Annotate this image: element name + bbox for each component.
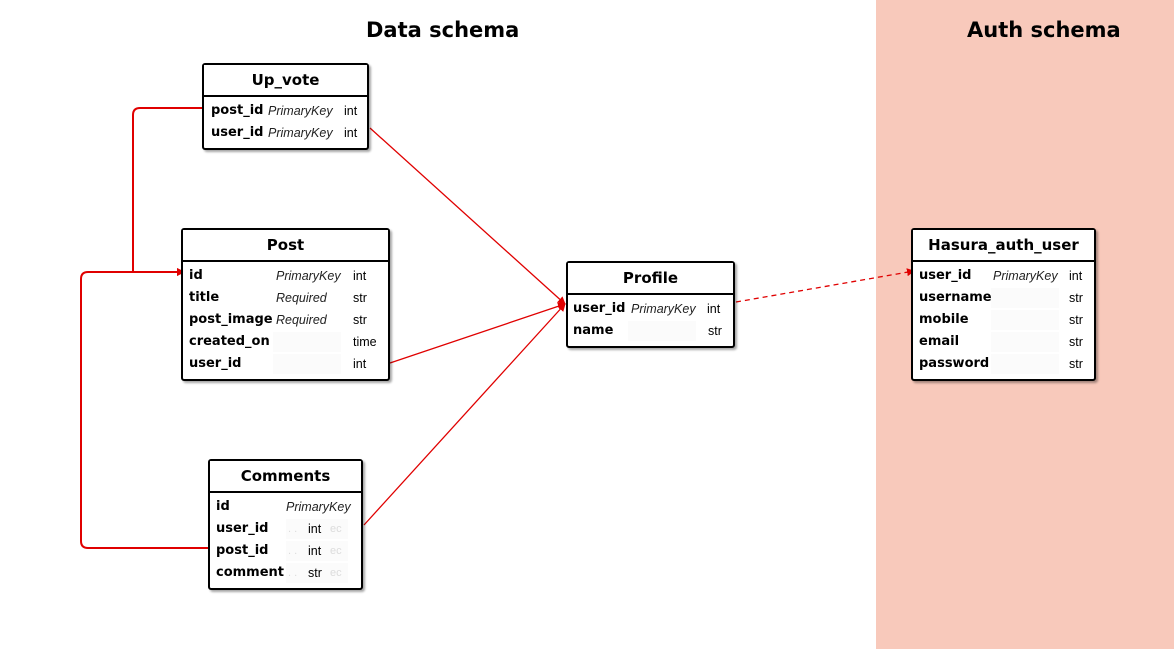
upvote-post-link [132,107,203,276]
auth-schema-title: Auth schema [967,18,1121,42]
field-name: mobile [919,312,969,327]
field-row: user_id . . int ec [210,518,361,540]
field-key-empty [286,563,348,583]
field-type: str [353,291,367,305]
field-row: user_id PrimaryKey int [204,122,367,144]
field-key-empty [286,541,348,561]
profile-auth-link [735,268,915,303]
field-key-empty [628,321,696,341]
field-row: post_id PrimaryKey int [204,100,367,122]
entity-hasura-auth-user[interactable]: Hasura_auth_user user_id PrimaryKey int … [911,228,1096,381]
post-profile-link [389,302,566,364]
field-type: str [1069,335,1083,349]
field-name: password [919,356,990,371]
field-name: post_id [216,543,269,558]
entity-post[interactable]: Post id PrimaryKey int title Required st… [181,228,390,381]
faded-mark: . . [288,523,298,535]
field-type: int [353,357,367,371]
entity-comments[interactable]: Comments id PrimaryKey user_id . . int e… [208,459,363,590]
field-row: mobile str [913,309,1094,331]
field-name: title [189,290,220,305]
field-name: id [189,268,203,283]
field-row: user_id int [183,353,388,375]
field-row: post_image Required str [183,309,388,331]
field-type: int [1069,269,1083,283]
field-type: int [353,269,367,283]
field-key: PrimaryKey [993,269,1058,283]
field-key: Required [276,313,327,327]
entity-title: Profile [568,263,733,295]
field-name: id [216,499,230,514]
field-name: user_id [573,301,626,316]
field-type: int [308,522,322,536]
field-row: user_id PrimaryKey int [568,298,733,320]
field-name: name [573,323,614,338]
faded-mark: ec [330,523,342,535]
field-row: password str [913,353,1094,375]
entity-title: Up_vote [204,65,367,97]
data-schema-title: Data schema [366,18,520,42]
field-type: str [1069,291,1083,305]
field-name: user_id [919,268,972,283]
field-type: str [708,324,722,338]
field-key-empty [273,332,341,352]
field-row: username str [913,287,1094,309]
entity-up-vote[interactable]: Up_vote post_id PrimaryKey int user_id P… [202,63,369,150]
field-key: PrimaryKey [276,269,341,283]
field-type: int [344,126,358,140]
faded-mark: ec [330,567,342,579]
field-name: post_id [211,103,264,118]
field-row: title Required str [183,287,388,309]
field-type: time [353,335,377,349]
field-row: id PrimaryKey [210,496,361,518]
field-type: int [344,104,358,118]
comments-post-link [80,268,209,549]
field-type: str [353,313,367,327]
entity-title: Comments [210,461,361,493]
field-name: email [919,334,960,349]
field-type: int [707,302,721,316]
faded-mark: ec [330,545,342,557]
entity-title: Hasura_auth_user [913,230,1094,262]
field-name: post_image [189,312,273,327]
field-key: Required [276,291,327,305]
entity-title: Post [183,230,388,262]
field-key: PrimaryKey [268,104,333,118]
field-key: PrimaryKey [286,500,351,514]
field-name: created_on [189,334,270,349]
faded-mark: . . [288,567,298,579]
field-row: user_id PrimaryKey int [913,265,1094,287]
field-key-empty [991,354,1059,374]
comments-profile-link [363,303,566,526]
field-name: user_id [189,356,242,371]
entity-profile[interactable]: Profile user_id PrimaryKey int name str [566,261,735,348]
field-key-empty [991,310,1059,330]
field-row: created_on time [183,331,388,353]
field-type: str [1069,357,1083,371]
field-key-empty [286,519,348,539]
field-type: int [308,544,322,558]
field-name: user_id [211,125,264,140]
field-key-empty [273,354,341,374]
upvote-profile-link [369,127,566,305]
field-row: email str [913,331,1094,353]
field-row: comment . . str ec [210,562,361,584]
field-key: PrimaryKey [631,302,696,316]
field-key-empty [991,332,1059,352]
field-name: user_id [216,521,269,536]
field-name: username [919,290,992,305]
field-name: comment [216,565,285,580]
field-row: post_id . . int ec [210,540,361,562]
field-type: str [308,566,322,580]
field-row: id PrimaryKey int [183,265,388,287]
field-row: name str [568,320,733,342]
field-type: str [1069,313,1083,327]
field-key: PrimaryKey [268,126,333,140]
field-key-empty [991,288,1059,308]
faded-mark: . . [288,545,298,557]
